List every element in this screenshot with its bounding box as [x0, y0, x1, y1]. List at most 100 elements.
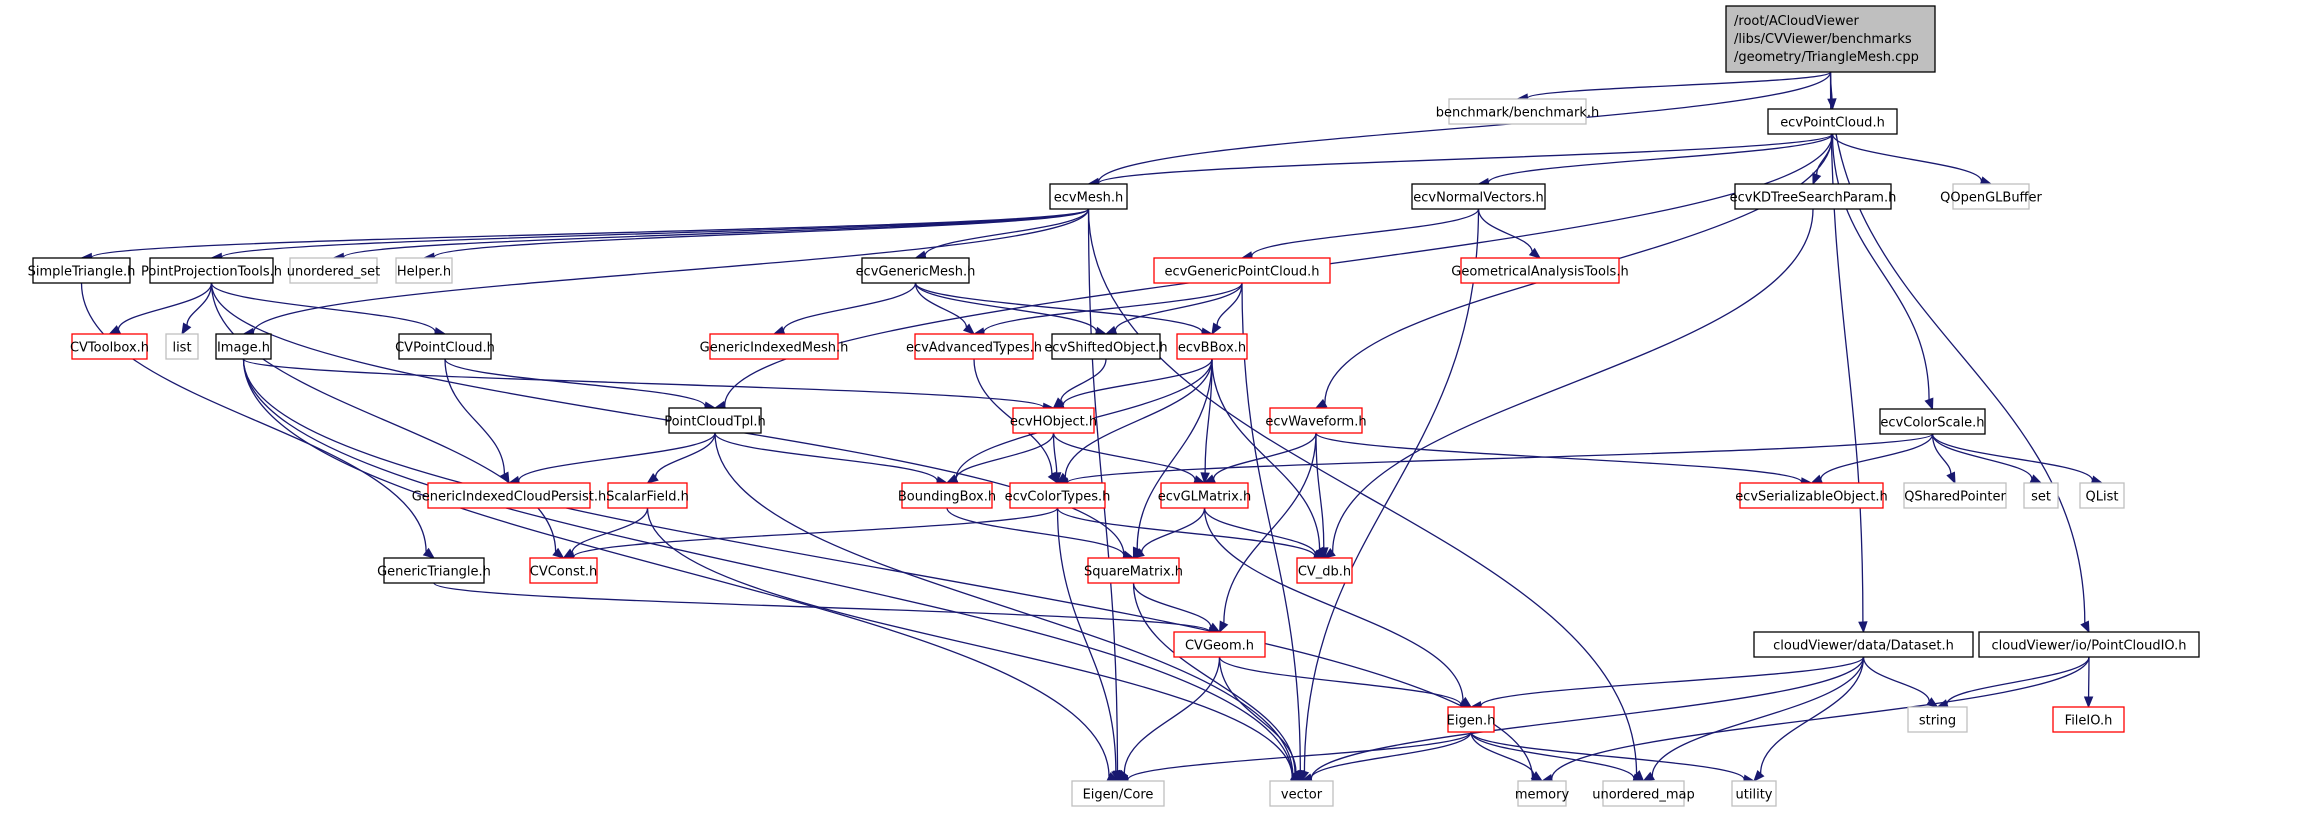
node-label: /root/ACloudViewer: [1734, 14, 1859, 29]
edge-ecvcolorscale-to-qlist: [1931, 433, 2094, 481]
node-ecvpointcloud[interactable]: ecvPointCloud.h: [1767, 108, 1898, 135]
edge-cvpointcloud-to-genericindexedcloudpersist: [444, 358, 506, 475]
node-scalarfield[interactable]: ScalarField.h: [606, 482, 689, 509]
arrowhead-icon: [1812, 172, 1822, 186]
node-ecvnormalvectors[interactable]: ecvNormalVectors.h: [1411, 183, 1546, 210]
edge-pointcloudio-to-string: [1946, 656, 2090, 705]
node-boundingbox[interactable]: BoundingBox.h: [898, 482, 996, 509]
node-cv-db[interactable]: CV_db.h: [1296, 557, 1353, 584]
node-cvpointcloud[interactable]: CVPointCloud.h: [395, 333, 495, 360]
edge-ecvcolortypes-to-eigencore: [1056, 507, 1117, 772]
node-box: [1734, 183, 1892, 210]
node-label: vector: [1281, 788, 1323, 803]
edge-eigen-to-memory: [1470, 731, 1535, 776]
edge-ecvbbox-to-ecvglmatrix: [1204, 358, 1213, 474]
node-geometricalanalysistools[interactable]: GeometricalAnalysisTools.h: [1451, 257, 1629, 284]
node-root[interactable]: /root/ACloudViewer/libs/CVViewer/benchma…: [1725, 5, 1936, 73]
node-ecvhobject[interactable]: ecvHObject.h: [1010, 407, 1097, 434]
node-ecvcolortypes[interactable]: ecvColorTypes.h: [1005, 482, 1111, 509]
edge-pointprojectiontools-to-cvtoolbox: [117, 282, 213, 330]
edge-eigen-to-eigencore: [1127, 731, 1472, 781]
node-label: unordered_map: [1592, 788, 1695, 803]
node-box: [2052, 706, 2125, 733]
arrowhead-icon: [1211, 322, 1222, 336]
node-box: [1460, 257, 1620, 284]
node-genericindexedcloudpersist[interactable]: GenericIndexedCloudPersist.h: [412, 482, 607, 509]
node-box: [1879, 408, 1986, 435]
edge-ecvcolortypes-to-cv-db: [1056, 507, 1316, 557]
node-unordered-set: unordered_set: [287, 257, 380, 284]
node-ecvgenericmesh[interactable]: ecvGenericMesh.h: [856, 257, 976, 284]
node-benchmark: benchmark/benchmark.h: [1436, 98, 1599, 125]
node-cvtoolbox[interactable]: CVToolbox.h: [70, 333, 149, 360]
node-label: memory: [1515, 788, 1570, 803]
arrowhead-icon: [422, 547, 436, 559]
node-qsharedpointer: QSharedPointer: [1903, 482, 2007, 509]
node-label: GenericTriangle.h: [377, 565, 491, 580]
edge-cvgeom-to-eigen: [1218, 656, 1462, 706]
edge-root-to-dataset: [1829, 71, 1864, 623]
node-label: ecvAdvancedTypes.h: [906, 341, 1042, 356]
edge-cvpointcloud-to-pointcloudtpl: [444, 358, 706, 407]
arrowhead-icon: [181, 322, 192, 336]
node-ecvglmatrix[interactable]: ecvGLMatrix.h: [1158, 482, 1251, 509]
edge-root-to-benchmark: [1526, 71, 1832, 99]
edge-ecvpointcloud-to-ecvmesh: [1097, 133, 1834, 184]
node-genericindexedmesh[interactable]: GenericIndexedMesh.h: [700, 333, 849, 360]
node-pointcloudio[interactable]: cloudViewer/io/PointCloudIO.h: [1978, 631, 2200, 658]
edge-ecvgenericmesh-to-ecvshiftedobject: [914, 282, 1097, 332]
node-label: ecvGenericPointCloud.h: [1164, 265, 1319, 280]
node-pointprojectiontools[interactable]: PointProjectionTools.h: [141, 257, 282, 284]
edge-eigen-to-vector: [1310, 731, 1472, 779]
node-cvconst[interactable]: CVConst.h: [529, 557, 598, 584]
node-label: CVGeom.h: [1185, 639, 1254, 654]
node-box: [1731, 780, 1777, 807]
node-box: [529, 557, 598, 584]
node-box: [427, 482, 591, 509]
node-ecvmesh[interactable]: ecvMesh.h: [1049, 183, 1128, 210]
arrowhead-icon: [1642, 771, 1655, 782]
nodes-layer: /root/ACloudViewer/libs/CVViewer/benchma…: [28, 5, 2200, 807]
node-ecvcolorscale[interactable]: ecvColorScale.h: [1879, 408, 1986, 435]
edge-ecvbbox-to-ecvcolortypes: [1064, 358, 1213, 477]
node-label: GenericIndexedMesh.h: [700, 341, 849, 356]
node-ecvbbox[interactable]: ecvBBox.h: [1176, 333, 1248, 360]
edge-ecvpointcloud-to-qopenglbuffer: [1831, 133, 1983, 182]
node-dataset[interactable]: cloudViewer/data/Dataset.h: [1753, 631, 1974, 658]
node-label: ecvColorTypes.h: [1005, 490, 1111, 505]
node-squarematrix[interactable]: SquareMatrix.h: [1084, 557, 1183, 584]
edge-image-to-memory: [242, 358, 1534, 778]
node-label: BoundingBox.h: [898, 490, 996, 505]
node-label: SquareMatrix.h: [1084, 565, 1183, 580]
edge-dataset-to-vector: [1310, 656, 1865, 779]
node-pointcloudtpl[interactable]: PointCloudTpl.h: [664, 407, 766, 434]
node-ecvserializableobject[interactable]: ecvSerializableObject.h: [1735, 482, 1888, 509]
edge-simpletriangle-to-generictriangle: [80, 282, 427, 552]
node-cvgeom[interactable]: CVGeom.h: [1173, 631, 1266, 658]
edge-ecvgenericmesh-to-ecvadvancedtypes: [914, 282, 968, 328]
node-image[interactable]: Image.h: [215, 333, 272, 360]
edge-ecvgenericpointcloud-to-ecvadvancedtypes: [983, 282, 1243, 333]
arrowhead-icon: [1291, 769, 1303, 783]
node-generictriangle[interactable]: GenericTriangle.h: [377, 557, 491, 584]
node-box: [1071, 780, 1165, 807]
node-eigencore: Eigen/Core: [1071, 780, 1165, 807]
arrowhead-icon: [1924, 397, 1934, 411]
node-eigen[interactable]: Eigen.h: [1447, 706, 1496, 733]
node-simpletriangle[interactable]: SimpleTriangle.h: [28, 257, 136, 284]
node-ecvadvancedtypes[interactable]: ecvAdvancedTypes.h: [906, 333, 1042, 360]
node-label: ecvWaveform.h: [1265, 415, 1366, 430]
node-vector: vector: [1269, 780, 1334, 807]
node-ecvkdtree[interactable]: ecvKDTreeSearchParam.h: [1730, 183, 1897, 210]
node-box: [1296, 557, 1353, 584]
node-box: [901, 482, 993, 509]
node-ecvwaveform[interactable]: ecvWaveform.h: [1265, 407, 1367, 434]
edge-ecvhobject-to-boundingbox: [955, 432, 1055, 479]
edge-ecvbbox-to-ecvhobject: [1062, 358, 1213, 406]
node-box: [149, 257, 274, 284]
node-label: QList: [2086, 490, 2119, 505]
node-qopenglbuffer: QOpenGLBuffer: [1940, 183, 2043, 210]
node-ecvgenericpointcloud[interactable]: ecvGenericPointCloud.h: [1153, 257, 1331, 284]
node-ecvshiftedobject[interactable]: ecvShiftedObject.h: [1044, 333, 1168, 360]
node-fileio[interactable]: FileIO.h: [2052, 706, 2125, 733]
